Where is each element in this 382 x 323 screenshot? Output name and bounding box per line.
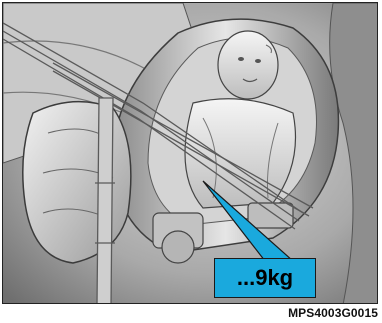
weight-callout: ...9kg — [214, 258, 316, 298]
figure-code: MPS4003G0015 — [288, 306, 378, 320]
front-seat-left — [23, 102, 131, 263]
illustration-frame: ...9kg — [2, 2, 378, 304]
baby-head — [218, 31, 278, 99]
child-car-seat-belt-illustration — [3, 3, 378, 304]
